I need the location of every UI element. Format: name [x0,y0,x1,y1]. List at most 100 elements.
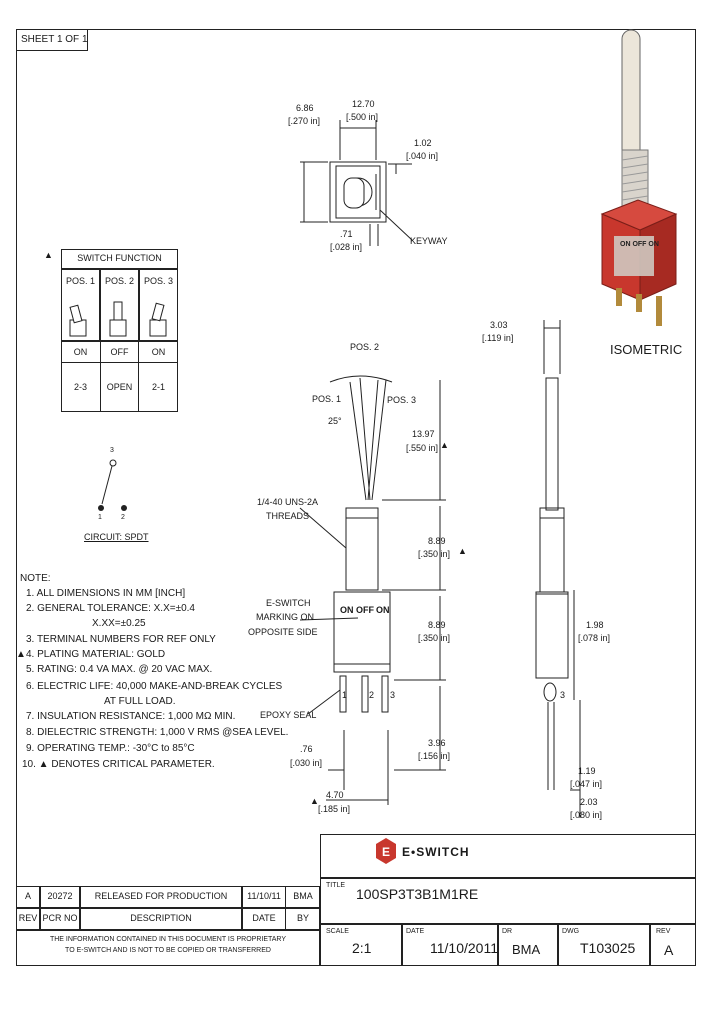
side-term-3: 3 [560,690,566,700]
lever-mm: 13.97 [412,429,435,439]
sheet-label: SHEET 1 OF 1 [21,34,88,45]
body-in: [.350 in] [418,633,451,643]
pos1-header: POS. 1 [65,276,95,286]
pos3-state: ON [151,347,166,357]
dim-top-width-mm: 12.70 [352,99,375,109]
circuit-t3: 3 [110,447,114,454]
dim-top-left-in: [.270 in] [288,116,321,126]
dr-value: BMA [512,942,541,957]
pitch-critical-icon: ▲ [310,796,319,806]
thread-label-2: THREADS [266,511,310,521]
brand-name: E•SWITCH [402,845,470,859]
scale-value: 2:1 [352,940,372,956]
note-4: 4. PLATING MATERIAL: GOLD [26,649,166,660]
term-w-in: [.030 in] [290,758,323,768]
pos2-terminals: OPEN [106,382,133,392]
side-t-mm: 1.19 [578,766,596,776]
bush-in: [.350 in] [418,549,451,559]
note-5: 5. RATING: 0.4 VA MAX. @ 20 VAC MAX. [26,664,213,675]
title-row [320,878,696,924]
proprietary-line-2: TO E-SWITCH AND IS NOT TO BE COPIED OR T… [65,947,271,954]
pos1-terminals: 2-3 [73,382,87,392]
circuit-t2: 2 [121,514,125,521]
pos3-terminals: 2-1 [151,382,165,392]
pos3-header: POS. 3 [143,276,173,286]
rev-header-by: BY [296,913,309,923]
angle-label: 25° [328,416,342,426]
note-4-critical-icon: ▲ [16,649,26,660]
side-t-in: [.047 in] [570,779,603,789]
term-len-mm: 3.96 [428,738,446,748]
bush-mm: 8.89 [428,536,446,546]
notes-title: NOTE: [20,573,51,584]
rev-header-rev: REV [18,913,38,923]
pitch-in: [.185 in] [318,804,351,814]
part-number: 100SP3T3B1M1RE [356,886,479,902]
pitch-mm: 4.70 [326,790,344,800]
rev-header-date: DATE [252,913,276,923]
rev-header-pcr: PCR NO [42,913,78,923]
sheet-box [16,29,88,51]
critical-marker-icon: ▲ [44,250,53,260]
marking-label-1: E-SWITCH [266,598,311,608]
rev-header-desc: DESCRIPTION [130,913,192,923]
epoxy-label: EPOXY SEAL [260,710,317,720]
side-h-mm: 2.03 [580,797,598,807]
dim-top-width-in: [.500 in] [346,112,379,122]
rev-row-date: 11/10/11 [247,891,281,901]
circuit-t1: 1 [98,514,102,521]
dim-keyway-in: [.040 in] [406,151,439,161]
eswitch-logo-icon: E [376,838,396,864]
note-10: 10. ▲ DENOTES CRITICAL PARAMETER. [22,759,215,770]
note-7: 7. INSULATION RESISTANCE: 1,000 MΩ MIN. [26,711,236,722]
dr-label: DR [502,928,513,935]
dim-keyway-off-mm: .71 [340,229,353,239]
title-block-brand-row [320,834,696,878]
date-label: DATE [406,928,425,935]
dim-keyway-mm: 1.02 [414,138,432,148]
note-6b: AT FULL LOAD. [104,696,176,707]
isometric-switch: ON OFF ON [600,29,678,326]
svg-text:E: E [382,845,390,859]
note-1: 1. ALL DIMENSIONS IN MM [INCH] [26,588,186,599]
lever-in: [.550 in] [406,443,439,453]
rev-value: A [664,942,674,958]
side-w-in: [.078 in] [578,633,611,643]
note-6: 6. ELECTRIC LIFE: 40,000 MAKE-AND-BREAK … [26,681,283,692]
note-3: 3. TERMINAL NUMBERS FOR REF ONLY [26,634,216,645]
terminal-3-label: 3 [390,690,396,700]
note-8: 8. DIELECTRIC STRENGTH: 1,000 V RMS @SEA… [26,727,289,738]
lever-dia-in: [.119 in] [482,333,514,343]
note-2: 2. GENERAL TOLERANCE: X.X=±0.4 [26,603,195,614]
term-len-in: [.156 in] [418,751,451,761]
dim-keyway-off-in: [.028 in] [330,242,363,252]
body-mm: 8.89 [428,620,446,630]
circuit-label: CIRCUIT: SPDT [84,532,149,542]
thread-label: 1/4-40 UNS-2A [257,497,319,507]
rev-label: REV [656,928,671,935]
pos1-state: ON [73,347,88,357]
isometric-label: ISOMETRIC [610,342,683,357]
side-w-mm: 1.98 [586,620,604,630]
rev-row-by: BMA [293,891,313,901]
lever-dia-mm: 3.03 [490,320,508,330]
note-9: 9. OPERATING TEMP.: -30°C to 85°C [26,743,195,754]
scale-label: SCALE [326,928,349,935]
pos2-label: POS. 2 [350,342,380,352]
lever-critical-icon: ▲ [440,440,449,450]
proprietary-line-1: THE INFORMATION CONTAINED IN THIS DOCUME… [49,936,287,943]
body-on-2: ON [376,605,390,615]
rev-row-desc: RELEASED FOR PRODUCTION [94,891,228,901]
body-off: OFF [356,605,374,615]
terminal-2-label: 2 [369,690,375,700]
date-value: 11/10/2011 [430,940,498,956]
bush-critical-icon: ▲ [458,546,467,556]
dwg-label: DWG [562,928,580,935]
body-on: ON [340,605,354,615]
pos2-state: OFF [110,347,129,357]
marking-label-3: OPPOSITE SIDE [248,627,318,637]
pos3-label: POS. 3 [387,395,417,405]
dim-top-left-mm: 6.86 [296,103,314,113]
keyway-label: KEYWAY [410,236,448,246]
